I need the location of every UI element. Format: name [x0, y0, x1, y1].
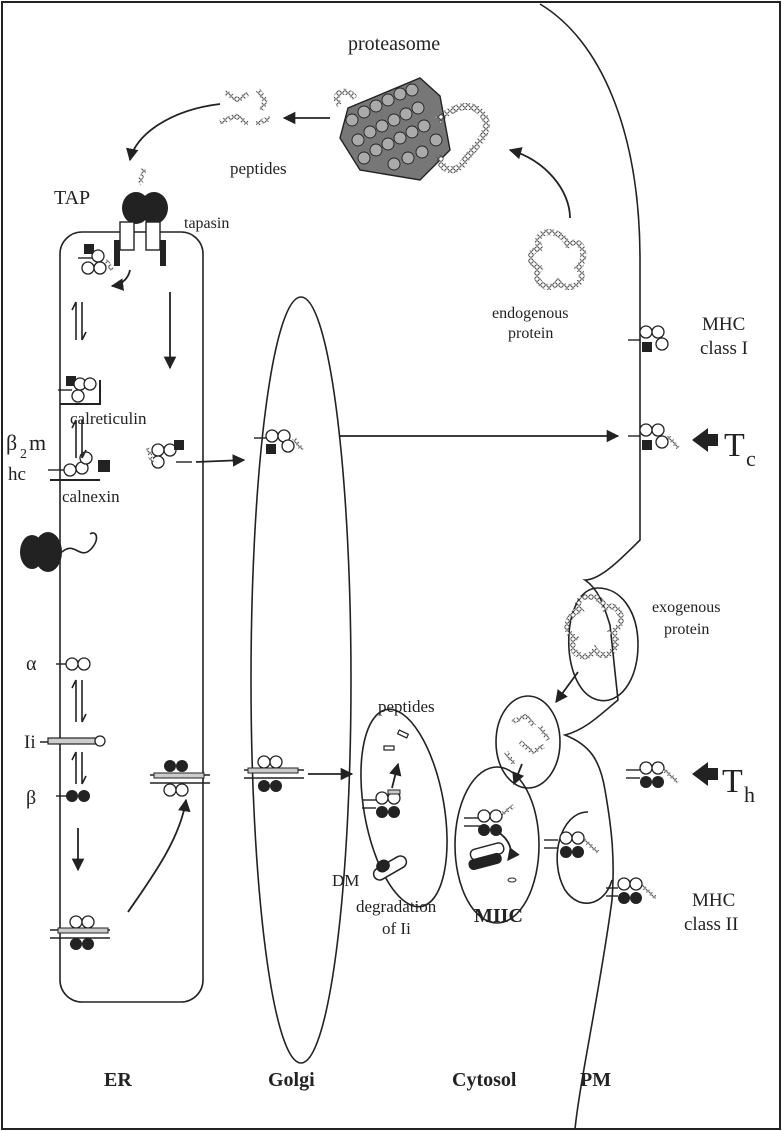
label-cytosol: Cytosol [452, 1069, 517, 1091]
label-golgi: Golgi [268, 1069, 315, 1091]
label-peptides-top: peptides [230, 159, 287, 178]
label-miic: MIIC [474, 905, 523, 927]
label-proteasome: proteasome [348, 33, 440, 55]
label-mhc1-2: class I [700, 338, 748, 359]
label-endogenous-2: protein [508, 325, 553, 342]
label-ii: Ii [24, 732, 36, 753]
label-mhc2-1: MHC [692, 890, 735, 911]
label-beta: β [26, 787, 36, 809]
label-mhc1-1: MHC [702, 314, 745, 335]
label-exogenous-1: exogenous [652, 599, 720, 616]
label-tc-T: T [724, 427, 745, 464]
label-alpha: α [26, 653, 37, 675]
label-er: ER [104, 1069, 132, 1091]
invariant-chain-glyph [40, 736, 105, 746]
b2m-square [98, 460, 110, 472]
label-tc-sub: c [746, 446, 756, 471]
label-th-T: T [722, 763, 743, 800]
label-peptides-mid: peptides [378, 697, 435, 716]
label-dm: DM [332, 871, 359, 890]
label-b2m-sub: 2 [20, 447, 27, 462]
label-exogenous-2: protein [664, 621, 709, 638]
label-tap: TAP [54, 187, 90, 209]
label-b2m-m: m [29, 430, 46, 455]
label-calreticulin: calreticulin [70, 409, 147, 428]
label-degradation-2: of Ii [382, 919, 411, 938]
label-b2m-beta: β [6, 430, 17, 455]
label-mhc2-2: class II [684, 914, 738, 935]
label-degradation-1: degradation [356, 897, 437, 916]
label-calnexin: calnexin [62, 487, 120, 506]
label-tapasin: tapasin [184, 215, 229, 232]
label-endogenous-1: endogenous [492, 305, 568, 322]
label-pm: PM [580, 1069, 611, 1091]
label-hc: hc [8, 464, 26, 485]
label-th-sub: h [744, 782, 755, 807]
